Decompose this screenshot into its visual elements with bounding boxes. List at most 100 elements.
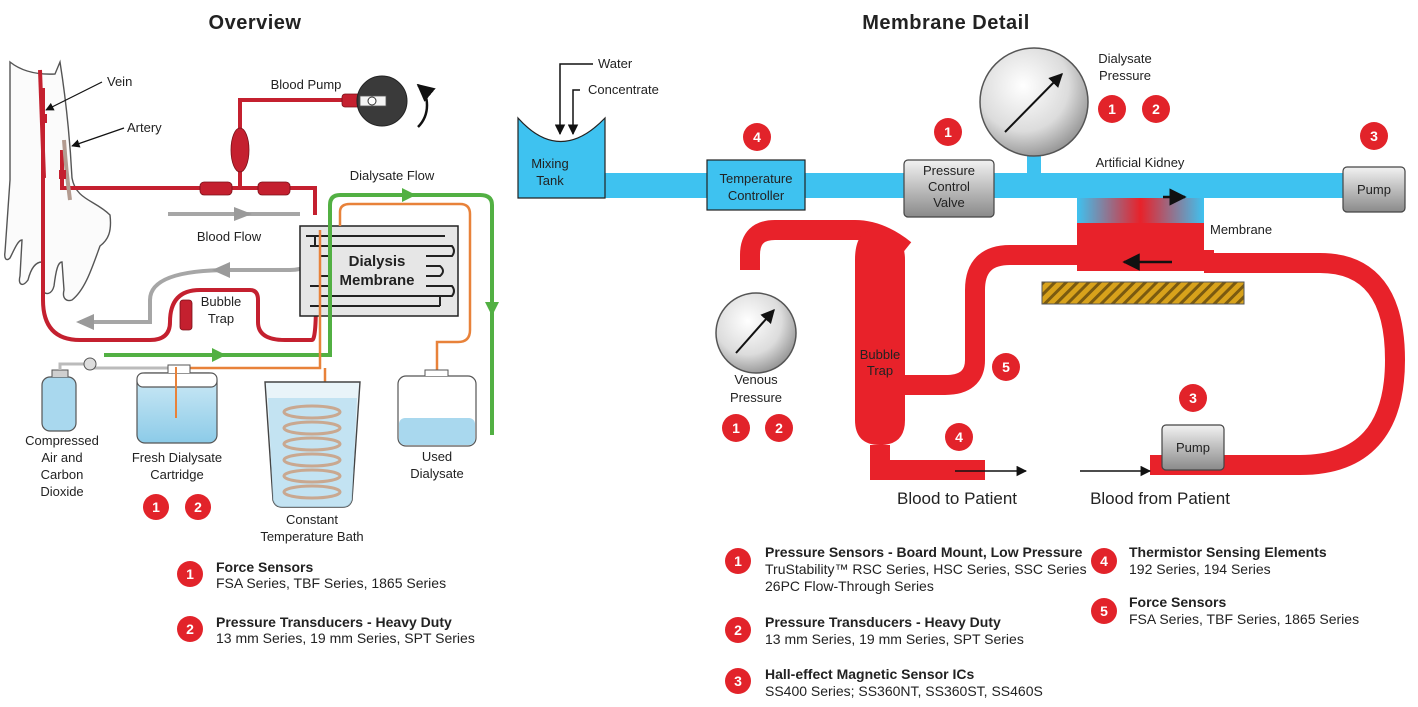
badge-venous-2: 2: [765, 414, 793, 442]
svg-text:5: 5: [1002, 359, 1010, 375]
pressure-control-valve: [903, 159, 995, 218]
badge-temperature: 4: [743, 123, 771, 151]
svg-text:2: 2: [734, 622, 742, 638]
legend-text: FSA Series, TBF Series, 1865 Series: [216, 575, 446, 591]
vein-label: Vein: [107, 74, 132, 89]
membrane-label: Membrane: [1210, 222, 1272, 237]
svg-text:3: 3: [734, 673, 742, 689]
badge-bubble: 5: [992, 353, 1020, 381]
pcv-label-1: Pressure: [923, 163, 975, 178]
legend-title: Pressure Sensors - Board Mount, Low Pres…: [765, 544, 1083, 560]
artificial-kidney-label: Artificial Kidney: [1096, 155, 1185, 170]
artery-label: Artery: [127, 120, 162, 135]
blood-outer-loop: [1150, 253, 1406, 475]
used-label-2: Dialysate: [410, 466, 463, 481]
dialysis-membrane-label-2: Membrane: [339, 272, 414, 289]
badge-blood-to: 4: [945, 423, 973, 451]
water-label: Water: [598, 56, 633, 71]
detail-legend-item-3: 3 Hall-effect Magnetic Sensor ICs SS400 …: [725, 666, 1043, 699]
badge-top-pump: 3: [1360, 122, 1388, 150]
svg-text:1: 1: [152, 499, 160, 515]
venous-pressure-gauge: [715, 292, 797, 374]
gas-cylinder: [41, 357, 182, 432]
temperature-controller: [706, 159, 806, 211]
temperature-label-1: Temperature: [720, 171, 793, 186]
compressed-label-3: Carbon: [41, 467, 84, 482]
svg-text:2: 2: [1152, 101, 1160, 117]
lower-pump: [1161, 424, 1225, 471]
legend-title: Force Sensors: [216, 559, 313, 575]
venous-label-2: Pressure: [730, 390, 782, 405]
legend-title: Thermistor Sensing Elements: [1129, 544, 1327, 560]
svg-text:3: 3: [1189, 390, 1197, 406]
venous-label-1: Venous: [734, 372, 778, 387]
temperature-bath: [264, 381, 361, 508]
pcv-label-2: Control: [928, 179, 970, 194]
legend-text: SS400 Series; SS360NT, SS360ST, SS460S: [765, 683, 1043, 699]
svg-text:2: 2: [775, 420, 783, 436]
svg-text:1: 1: [1108, 101, 1116, 117]
svg-text:4: 4: [955, 429, 963, 445]
water-arrow: [554, 63, 593, 136]
used-label-1: Used: [422, 449, 452, 464]
lower-pump-label: Pump: [1176, 440, 1210, 455]
detail-legend-item-1: 1 Pressure Sensors - Board Mount, Low Pr…: [725, 544, 1087, 594]
artery-marker: [59, 170, 66, 179]
blood-from-patient-label: Blood from Patient: [1090, 489, 1230, 508]
badge-pcv: 1: [934, 118, 962, 146]
badge-dialysate-2: 2: [1142, 95, 1170, 123]
dialysis-membrane-box: [299, 225, 459, 317]
pcv-label-3: Valve: [933, 195, 965, 210]
vein-marker: [40, 114, 47, 123]
bubble-trap-label-2: Trap: [867, 363, 893, 378]
legend-text: 13 mm Series, 19 mm Series, SPT Series: [216, 630, 475, 646]
dialysate-flow-line: [104, 193, 494, 435]
top-pump-label: Pump: [1357, 182, 1391, 197]
svg-text:4: 4: [1100, 553, 1108, 569]
dialysate-pressure-gauge: [979, 47, 1089, 157]
compressed-label-2: Air and: [41, 450, 82, 465]
svg-text:1: 1: [944, 124, 952, 140]
svg-text:1: 1: [734, 553, 742, 569]
vein-line: [38, 69, 46, 179]
legend-title: Hall-effect Magnetic Sensor ICs: [765, 666, 974, 682]
blood-flow-arrow: [76, 207, 252, 330]
artery-pointer: [71, 127, 125, 148]
bath-label-2: Temperature Bath: [260, 529, 363, 544]
overview-title: Overview: [209, 12, 302, 34]
detail-title: Membrane Detail: [862, 12, 1030, 34]
detail-legend-item-5: 5 Force Sensors FSA Series, TBF Series, …: [1091, 594, 1359, 627]
fresh-label-1: Fresh Dialysate: [132, 450, 222, 465]
blood-flow-label: Blood Flow: [197, 229, 262, 244]
legend-text: 26PC Flow-Through Series: [765, 578, 934, 594]
svg-text:5: 5: [1100, 603, 1108, 619]
dialysate-pressure-label-2: Pressure: [1099, 68, 1151, 83]
concentrate-label: Concentrate: [588, 82, 659, 97]
artery-line: [62, 139, 72, 201]
badge-dialysate-1: 1: [1098, 95, 1126, 123]
fresh-label-2: Cartridge: [150, 467, 203, 482]
bubble-trap-label-1: Bubble: [201, 294, 241, 309]
bubble-trap-label-2: Trap: [208, 311, 234, 326]
blood-loop: [740, 220, 1204, 395]
dialysate-flow-label: Dialysate Flow: [350, 168, 435, 183]
dialysate-pressure-label-1: Dialysate: [1098, 51, 1151, 66]
used-dialysate-container: [397, 369, 477, 447]
legend-title: Force Sensors: [1129, 594, 1226, 610]
legend-text: FSA Series, TBF Series, 1865 Series: [1129, 611, 1359, 627]
overview-legend-item-1: 1 Force Sensors FSA Series, TBF Series, …: [177, 559, 446, 591]
badge-venous-1: 1: [722, 414, 750, 442]
overview-badge-2: 2: [185, 494, 211, 520]
overview-badge-1: 1: [143, 494, 169, 520]
badge-lower-pump: 3: [1179, 384, 1207, 412]
blood-pump-label: Blood Pump: [271, 77, 342, 92]
mixing-label-1: Mixing: [531, 156, 569, 171]
svg-text:1: 1: [732, 420, 740, 436]
bubble-trap: [855, 230, 985, 480]
temperature-label-2: Controller: [728, 188, 785, 203]
membrane-base: [1041, 281, 1245, 305]
svg-text:4: 4: [753, 129, 761, 145]
top-pump: [1342, 166, 1406, 213]
rotation-arrow: [416, 83, 436, 128]
